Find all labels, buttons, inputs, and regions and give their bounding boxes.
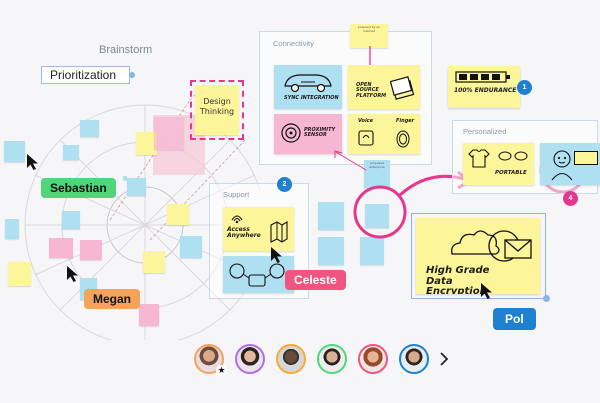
star-icon: ★ xyxy=(216,365,227,376)
card-finger-text: Finger xyxy=(396,118,415,124)
personalized-title: Personalized xyxy=(463,127,507,136)
sticky-note[interactable] xyxy=(318,202,344,230)
sticky-note[interactable] xyxy=(180,236,202,258)
chevron-right-icon[interactable] xyxy=(439,351,449,367)
collaborator-tag-megan: Megan xyxy=(84,289,141,309)
sticky-note[interactable] xyxy=(167,204,189,225)
sticky-note[interactable] xyxy=(80,240,102,260)
sticky-note[interactable] xyxy=(49,238,73,258)
sticky-note[interactable] xyxy=(360,237,384,265)
badge-1[interactable]: 1 xyxy=(517,80,532,95)
design-thinking-selection[interactable] xyxy=(190,80,244,140)
card-proximity-text: PROXIMITY SENSOR xyxy=(304,127,336,139)
avatar-bar: ★ xyxy=(190,340,455,380)
sticky-note[interactable] xyxy=(127,178,146,196)
collaborator-tag-pol: Pol xyxy=(493,308,536,330)
sticky-note[interactable] xyxy=(80,120,99,137)
avatar[interactable] xyxy=(276,344,306,374)
collaborator-tag-celeste: Celeste xyxy=(285,270,346,290)
sticky-note[interactable] xyxy=(143,251,165,273)
badge-2[interactable]: 2 xyxy=(277,177,292,192)
encryption-selection[interactable] xyxy=(411,213,546,299)
sticky-note[interactable] xyxy=(318,237,344,265)
collaborator-tag-sebastian: Sebastian xyxy=(41,178,116,198)
connector-arrow xyxy=(334,150,367,171)
card-device-network[interactable] xyxy=(223,256,294,293)
sticky-note[interactable] xyxy=(4,141,25,162)
card-proximity[interactable]: PROXIMITY SENSOR xyxy=(274,114,342,154)
sticky-note[interactable] xyxy=(154,117,184,150)
sticky-note[interactable] xyxy=(62,211,80,229)
sticky-note[interactable] xyxy=(136,132,157,155)
card-open-source[interactable]: OPEN SOURCE PLATFORM xyxy=(348,65,420,109)
sticky-note[interactable] xyxy=(5,219,19,239)
selection-handle[interactable] xyxy=(129,72,135,78)
card-sync-integration[interactable]: SYNC INTEGRATION xyxy=(274,65,342,109)
avatar[interactable] xyxy=(317,344,347,374)
card-portable[interactable]: PORTABLE xyxy=(463,143,534,185)
badge-4[interactable]: 4 xyxy=(563,191,578,206)
avatar[interactable] xyxy=(399,344,429,374)
cursor-icon xyxy=(67,266,78,282)
prioritization-label[interactable]: Prioritization xyxy=(41,66,130,84)
avatar[interactable] xyxy=(235,344,265,374)
sticky-note-text: powered by an Internet xyxy=(357,25,381,33)
card-portable-text: PORTABLE xyxy=(495,170,527,176)
sticky-note[interactable] xyxy=(365,204,389,228)
sticky-note[interactable] xyxy=(139,304,159,326)
cursor-icon xyxy=(481,283,492,299)
sticky-note-text: proposed enterprise xyxy=(369,161,385,169)
cursor-icon xyxy=(27,154,38,170)
brainstorm-label: Brainstorm xyxy=(99,44,153,56)
cursor-icon xyxy=(271,247,282,263)
card-access-anywhere[interactable]: Access Anywhere xyxy=(223,207,294,251)
connectivity-title: Connectivity xyxy=(273,39,314,48)
avatar[interactable] xyxy=(358,344,388,374)
card-encryption-text: High Grade Data Encryption xyxy=(426,265,490,294)
card-encryption[interactable]: High Grade Data Encryption xyxy=(416,218,540,294)
support-title: Support xyxy=(223,190,250,199)
card-open-source-text: OPEN SOURCE PLATFORM xyxy=(356,82,387,99)
sticky-note[interactable] xyxy=(123,176,127,180)
card-voice-text: Voice xyxy=(358,118,374,124)
card-endurance[interactable]: 100% ENDURANCE xyxy=(448,66,520,108)
card-sync-text: SYNC INTEGRATION xyxy=(284,95,339,101)
card-person-sketch[interactable] xyxy=(540,143,600,185)
design-thinking-note[interactable]: Design Thinking xyxy=(195,85,239,135)
design-thinking-text: Design Thinking xyxy=(199,97,235,116)
sticky-note[interactable] xyxy=(63,145,79,160)
card-voice-finger[interactable]: Voice Finger xyxy=(348,114,420,154)
selection-handle[interactable] xyxy=(543,295,550,302)
sticky-note-proposed[interactable]: proposed enterprise xyxy=(364,160,390,188)
card-access-text: Access Anywhere xyxy=(227,226,261,240)
prioritization-text: Prioritization xyxy=(50,68,117,82)
sticky-note[interactable] xyxy=(8,262,31,286)
sticky-note-top[interactable]: powered by an Internet xyxy=(350,24,388,48)
card-endurance-text: 100% ENDURANCE xyxy=(454,87,517,94)
